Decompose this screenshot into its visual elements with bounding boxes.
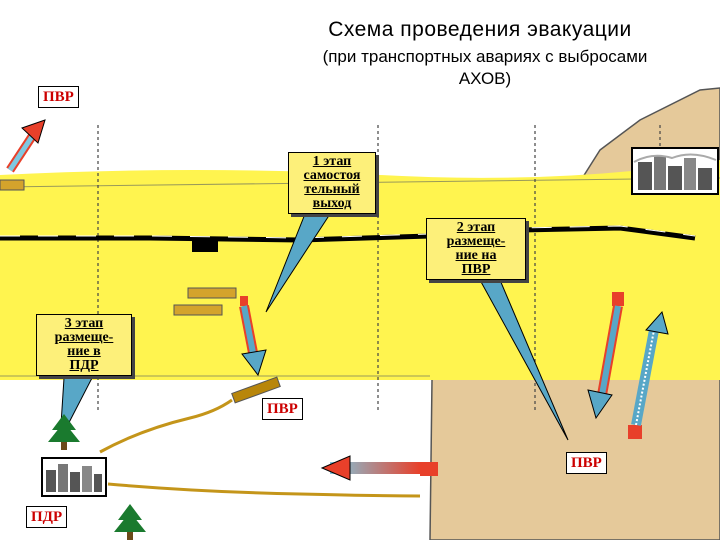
callout-stage2: 2 этап размеще- ние на ПВР bbox=[426, 218, 526, 280]
label-pvr-top-left: ПВР bbox=[38, 86, 79, 108]
vehicle-tilted bbox=[231, 376, 281, 404]
stage1-line-2: самостоя bbox=[303, 168, 361, 183]
tree-icon bbox=[114, 504, 146, 540]
stage2-pointer bbox=[479, 279, 569, 441]
arrow-up-right bbox=[628, 310, 669, 439]
arrow-to-pvr-top-left bbox=[6, 119, 46, 173]
stage2-line-4: ПВР bbox=[461, 262, 491, 277]
page-title: Схема проведения эвакуации bbox=[328, 18, 632, 41]
stage1-pointer bbox=[265, 213, 331, 313]
subtitle-line-1: (при транспортных авариях с выбросами bbox=[322, 47, 648, 66]
callout-stage1: 1 этап самостоя тельный выход bbox=[288, 152, 376, 214]
city-icon-pdr bbox=[41, 457, 107, 497]
stage2-line-3: ние на bbox=[455, 248, 497, 263]
stage3-line-4: ПДР bbox=[69, 358, 99, 373]
arrow-down-right bbox=[587, 292, 624, 420]
label-pvr-right: ПВР bbox=[566, 452, 607, 474]
city-icon bbox=[631, 147, 719, 195]
vehicle-black bbox=[192, 240, 218, 252]
callout-stage3: 3 этап размеще- ние в ПДР bbox=[36, 314, 132, 376]
stage3-line-3: ние в bbox=[67, 344, 101, 359]
stage3-line-1: 3 этап bbox=[64, 316, 104, 331]
label-pvr-middle: ПВР bbox=[262, 398, 303, 420]
stage3-line-2: размеще- bbox=[54, 330, 114, 345]
stage1-line-3: тельный bbox=[304, 182, 360, 197]
tree-icon bbox=[48, 414, 80, 450]
arrow-down-middle bbox=[239, 296, 267, 377]
stage2-line-1: 2 этап bbox=[456, 220, 496, 235]
page-subtitle: (при транспортных авариях с выбросами АХ… bbox=[250, 46, 720, 90]
vehicle-left bbox=[0, 179, 25, 191]
stage1-line-4: выход bbox=[312, 196, 352, 211]
vehicle-2 bbox=[173, 304, 223, 316]
road-curve-lower bbox=[107, 482, 421, 498]
subtitle-line-2: АХОВ) bbox=[458, 69, 512, 88]
stage1-line-1: 1 этап bbox=[312, 154, 352, 169]
label-pdr: ПДР bbox=[26, 506, 68, 528]
stage2-line-2: размеще- bbox=[446, 234, 506, 249]
road-curve-upper bbox=[99, 398, 233, 454]
arrow-to-pdr bbox=[320, 455, 438, 481]
vehicle-1 bbox=[187, 287, 237, 299]
